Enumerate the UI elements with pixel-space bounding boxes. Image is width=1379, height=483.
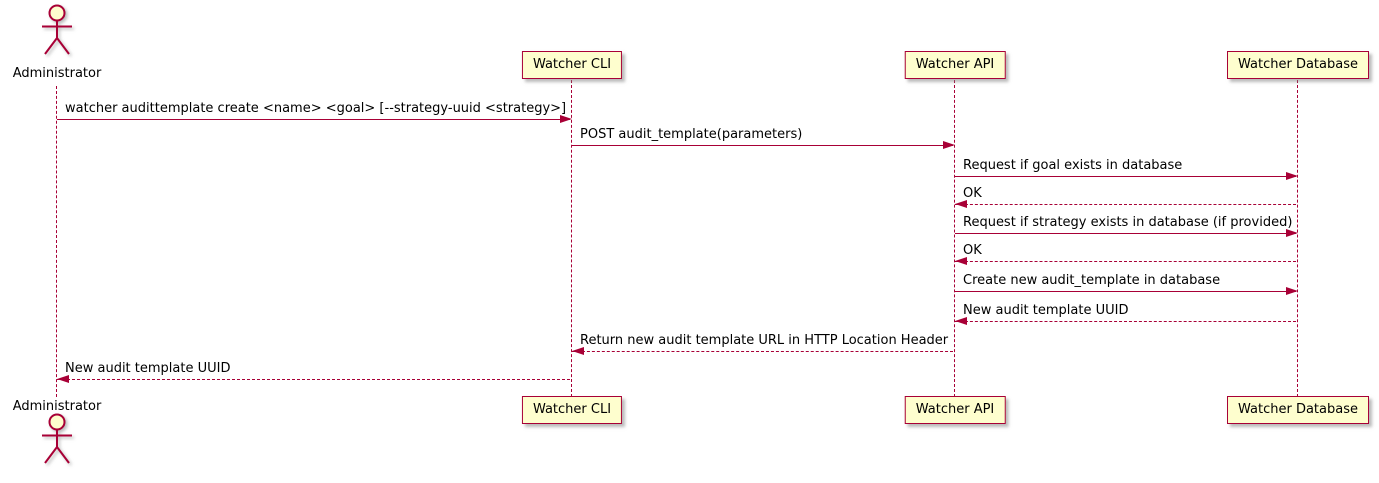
actor-label-administrator-top: Administrator	[12, 66, 102, 81]
actor-figure-administrator-bottom	[37, 413, 77, 471]
participant-box-watcher-cli-bottom: Watcher CLI	[521, 396, 623, 424]
message-arrowhead-9	[572, 347, 584, 355]
message-arrowhead-5	[1286, 229, 1298, 237]
message-line-2	[572, 145, 953, 146]
lifeline-watcher-api	[954, 80, 955, 397]
message-line-7	[955, 291, 1296, 292]
message-line-9	[572, 351, 953, 352]
message-line-3	[955, 176, 1296, 177]
message-label-5: Request if strategy exists in database (…	[963, 215, 1293, 230]
message-line-1	[57, 119, 570, 120]
message-arrowhead-2	[943, 141, 955, 149]
message-label-10: New audit template UUID	[65, 361, 231, 376]
lifeline-watcher-cli	[571, 80, 572, 397]
message-arrowhead-8	[955, 317, 967, 325]
lifeline-watcher-database	[1297, 80, 1298, 397]
message-line-10	[57, 379, 570, 380]
message-line-5	[955, 233, 1296, 234]
participant-box-watcher-api-top: Watcher API	[904, 51, 1006, 79]
message-label-2: POST audit_template(parameters)	[580, 127, 803, 142]
participant-box-watcher-database-top: Watcher Database	[1227, 51, 1369, 79]
message-label-4: OK	[963, 186, 982, 201]
message-label-8: New audit template UUID	[963, 303, 1129, 318]
actor-label-administrator-bottom: Administrator	[12, 399, 102, 414]
message-line-4	[955, 204, 1296, 205]
message-arrowhead-7	[1286, 287, 1298, 295]
lifeline-administrator	[56, 86, 57, 397]
message-label-6: OK	[963, 243, 982, 258]
message-arrowhead-6	[955, 257, 967, 265]
message-line-8	[955, 321, 1296, 322]
message-label-1: watcher audittemplate create <name> <goa…	[65, 101, 567, 116]
message-label-3: Request if goal exists in database	[963, 158, 1183, 173]
actor-stick-figure-icon	[42, 413, 72, 464]
message-label-7: Create new audit_template in database	[963, 273, 1221, 288]
message-arrowhead-3	[1286, 172, 1298, 180]
actor-stick-figure-icon	[42, 4, 72, 55]
participant-box-watcher-database-bottom: Watcher Database	[1227, 396, 1369, 424]
participant-box-watcher-cli-top: Watcher CLI	[521, 51, 623, 79]
message-arrowhead-10	[57, 375, 69, 383]
participant-box-watcher-api-bottom: Watcher API	[904, 396, 1006, 424]
actor-figure-administrator-top	[37, 4, 77, 62]
message-label-9: Return new audit template URL in HTTP Lo…	[580, 333, 949, 348]
message-arrowhead-4	[955, 200, 967, 208]
message-arrowhead-1	[560, 115, 572, 123]
message-line-6	[955, 261, 1296, 262]
